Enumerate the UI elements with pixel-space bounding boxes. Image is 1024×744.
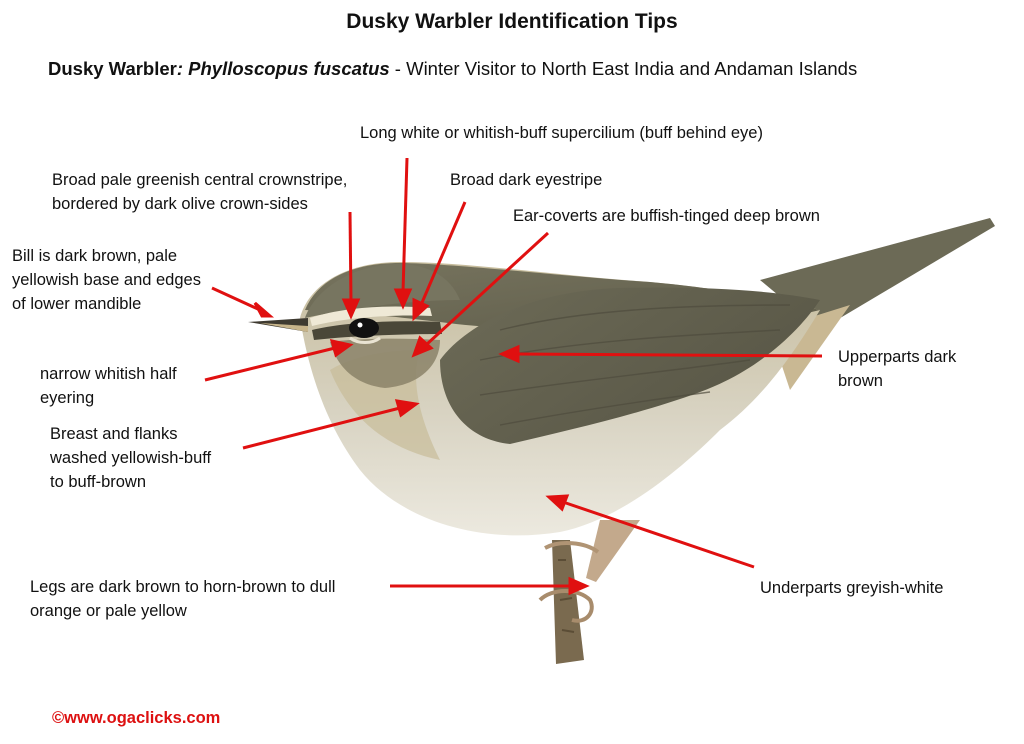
tail	[760, 218, 995, 330]
label-eyering: narrow whitish half eyering	[40, 362, 177, 410]
label-breast-line1: Breast and flanks	[50, 425, 178, 443]
subtitle: Dusky Warbler: Phylloscopus fuscatus - W…	[48, 58, 857, 80]
eye	[349, 318, 379, 338]
label-upperparts-line1: Upperparts dark	[838, 348, 957, 366]
label-bill-line3: of lower mandible	[12, 295, 142, 313]
label-legs-line1: Legs are dark brown to horn-brown to dul…	[30, 578, 336, 596]
legs	[586, 520, 640, 582]
label-eyering-line2: eyering	[40, 389, 95, 407]
label-bill-line1: Bill is dark brown, pale	[12, 247, 178, 265]
label-eyestripe: Broad dark eyestripe	[450, 171, 603, 189]
crown	[305, 263, 460, 318]
label-breast: Breast and flanks washed yellowish-buff …	[50, 422, 211, 494]
subtitle-rest: - Winter Visitor to North East India and…	[389, 58, 858, 79]
label-upperparts-line2: brown	[838, 372, 883, 390]
label-crownstripe-line2: bordered by dark olive crown-sides	[52, 195, 308, 213]
branch	[552, 540, 584, 664]
supercilium	[310, 306, 432, 326]
common-name: Dusky Warbler	[48, 58, 177, 79]
label-eyering-line1: narrow whitish half	[40, 365, 177, 383]
label-crownstripe-line1: Broad pale greenish central crownstripe,	[52, 171, 348, 189]
label-bill-line2: yellowish base and edges	[12, 271, 201, 289]
ear-coverts	[330, 338, 440, 388]
label-breast-line2: washed yellowish-buff	[50, 449, 212, 467]
label-legs: Legs are dark brown to horn-brown to dul…	[30, 575, 335, 623]
wing	[440, 287, 820, 444]
label-bill: Bill is dark brown, pale yellowish base …	[12, 244, 201, 316]
label-supercilium: Long white or whitish-buff supercilium (…	[360, 124, 763, 142]
label-crownstripe: Broad pale greenish central crownstripe,…	[52, 168, 347, 216]
pointer-arrows	[204, 157, 823, 596]
scientific-name: Phylloscopus fuscatus	[188, 58, 390, 79]
label-ear-coverts: Ear-coverts are buffish-tinged deep brow…	[513, 207, 820, 225]
page-title: Dusky Warbler Identification Tips	[346, 10, 678, 33]
footer-copyright[interactable]: ©www.ogaclicks.com	[52, 709, 221, 727]
label-breast-line3: to buff-brown	[50, 473, 147, 491]
colon: :	[176, 58, 189, 79]
label-legs-line2: orange or pale yellow	[30, 602, 187, 620]
label-upperparts: Upperparts dark brown	[838, 345, 956, 393]
label-underparts: Underparts greyish-white	[760, 579, 944, 597]
